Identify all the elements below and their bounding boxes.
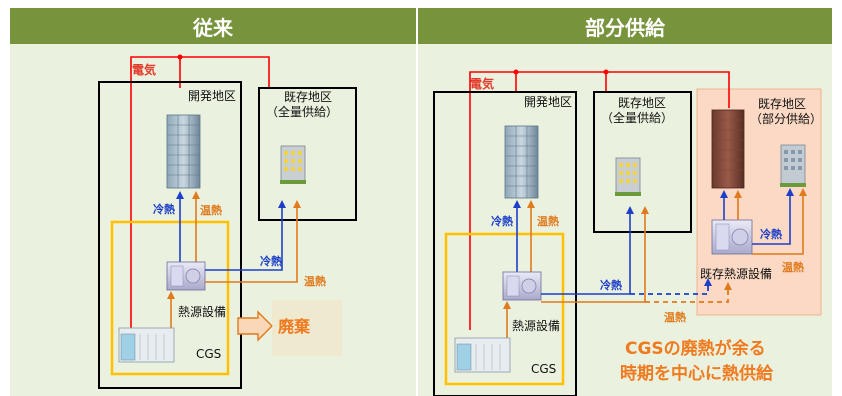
right-junction-dot-1 (513, 69, 519, 75)
left-existing-area-label-2: （全量供給） (266, 105, 339, 119)
right-cold-label: 冷熱 (491, 215, 513, 228)
brick-tower-icon (711, 109, 745, 189)
right-cold-partial-label: 冷熱 (760, 228, 782, 241)
chiller-unit-icon (502, 271, 542, 301)
right-cold-dashed-line (630, 278, 712, 295)
small-building-icon (780, 144, 806, 187)
right-cgs-frame (444, 232, 565, 386)
right-existing-heat-source-label: 既存熱源設備 (700, 267, 773, 281)
left-dev-area-label: 開発地区 (188, 89, 237, 103)
chiller-unit-icon (711, 219, 753, 255)
left-warm-label: 温熱 (200, 204, 222, 217)
right-existing-partial-label-2: （部分供給） (750, 112, 823, 126)
right-diagram (433, 69, 822, 396)
small-building-icon (615, 157, 641, 196)
right-warm-dashed-line (645, 282, 732, 303)
right-electricity-label: 電気 (470, 77, 495, 91)
right-electricity-lines (469, 71, 730, 330)
header-partial-supply: 部分供給 (418, 8, 832, 44)
right-heat-source-label: 熱源設備 (512, 319, 561, 333)
waste-glow (272, 300, 342, 356)
right-existing-area-frame (593, 91, 692, 233)
left-dev-area-frame (98, 81, 242, 389)
right-dev-area-label: 開発地区 (524, 95, 573, 109)
header-partial-supply-label: 部分供給 (585, 15, 665, 40)
arrow-right-icon (237, 310, 273, 342)
left-existing-area-label-1: 既存地区 (284, 90, 333, 104)
cgs-plant-icon (454, 337, 511, 373)
left-cold-supply-line (205, 200, 286, 271)
left-electricity-label: 電気 (132, 63, 157, 77)
left-cgs-frame (110, 220, 230, 376)
right-existing-full-label-2: （全量供給） (601, 111, 674, 125)
left-junction-dot (177, 54, 183, 60)
chiller-unit-icon (166, 261, 206, 291)
left-existing-area-frame (258, 87, 357, 221)
right-warm-partial-label: 温熱 (782, 261, 804, 274)
cgs-plant-icon (118, 327, 175, 363)
right-partial-cold-line (752, 188, 794, 245)
right-cold-mid-label: 冷熱 (600, 279, 622, 292)
left-cgs-label: CGS (196, 347, 222, 361)
right-partial-warm-line (752, 188, 807, 255)
right-dev-area-frame (433, 91, 577, 396)
office-tower-icon (166, 114, 201, 189)
right-warm-label: 温熱 (537, 215, 559, 228)
left-warm-supply-line (205, 200, 301, 283)
header-conventional-label: 従来 (193, 15, 233, 40)
right-existing-partial-label-1: 既存地区 (758, 97, 807, 111)
left-warm-label-2: 温熱 (304, 275, 326, 288)
right-warm-bottom-label: 温熱 (664, 311, 686, 324)
small-building-icon (280, 145, 306, 184)
left-waste-label: 廃棄 (278, 317, 311, 336)
right-junction-dot-2 (603, 69, 609, 75)
right-note-line-1: CGSの廃熱が余る (625, 339, 766, 359)
left-diagram (98, 54, 357, 389)
right-cgs-label: CGS (531, 362, 557, 376)
left-cold-label: 冷熱 (153, 203, 175, 216)
header-conventional: 従来 (10, 8, 416, 44)
left-heat-source-label: 熱源設備 (178, 305, 227, 319)
office-tower-icon (504, 125, 539, 199)
right-note-line-2: 時期を中心に熱供給 (620, 364, 773, 384)
right-existing-full-label-1: 既存地区 (618, 96, 667, 110)
header-separator (416, 8, 418, 44)
left-cold-label-2: 冷熱 (260, 255, 282, 268)
